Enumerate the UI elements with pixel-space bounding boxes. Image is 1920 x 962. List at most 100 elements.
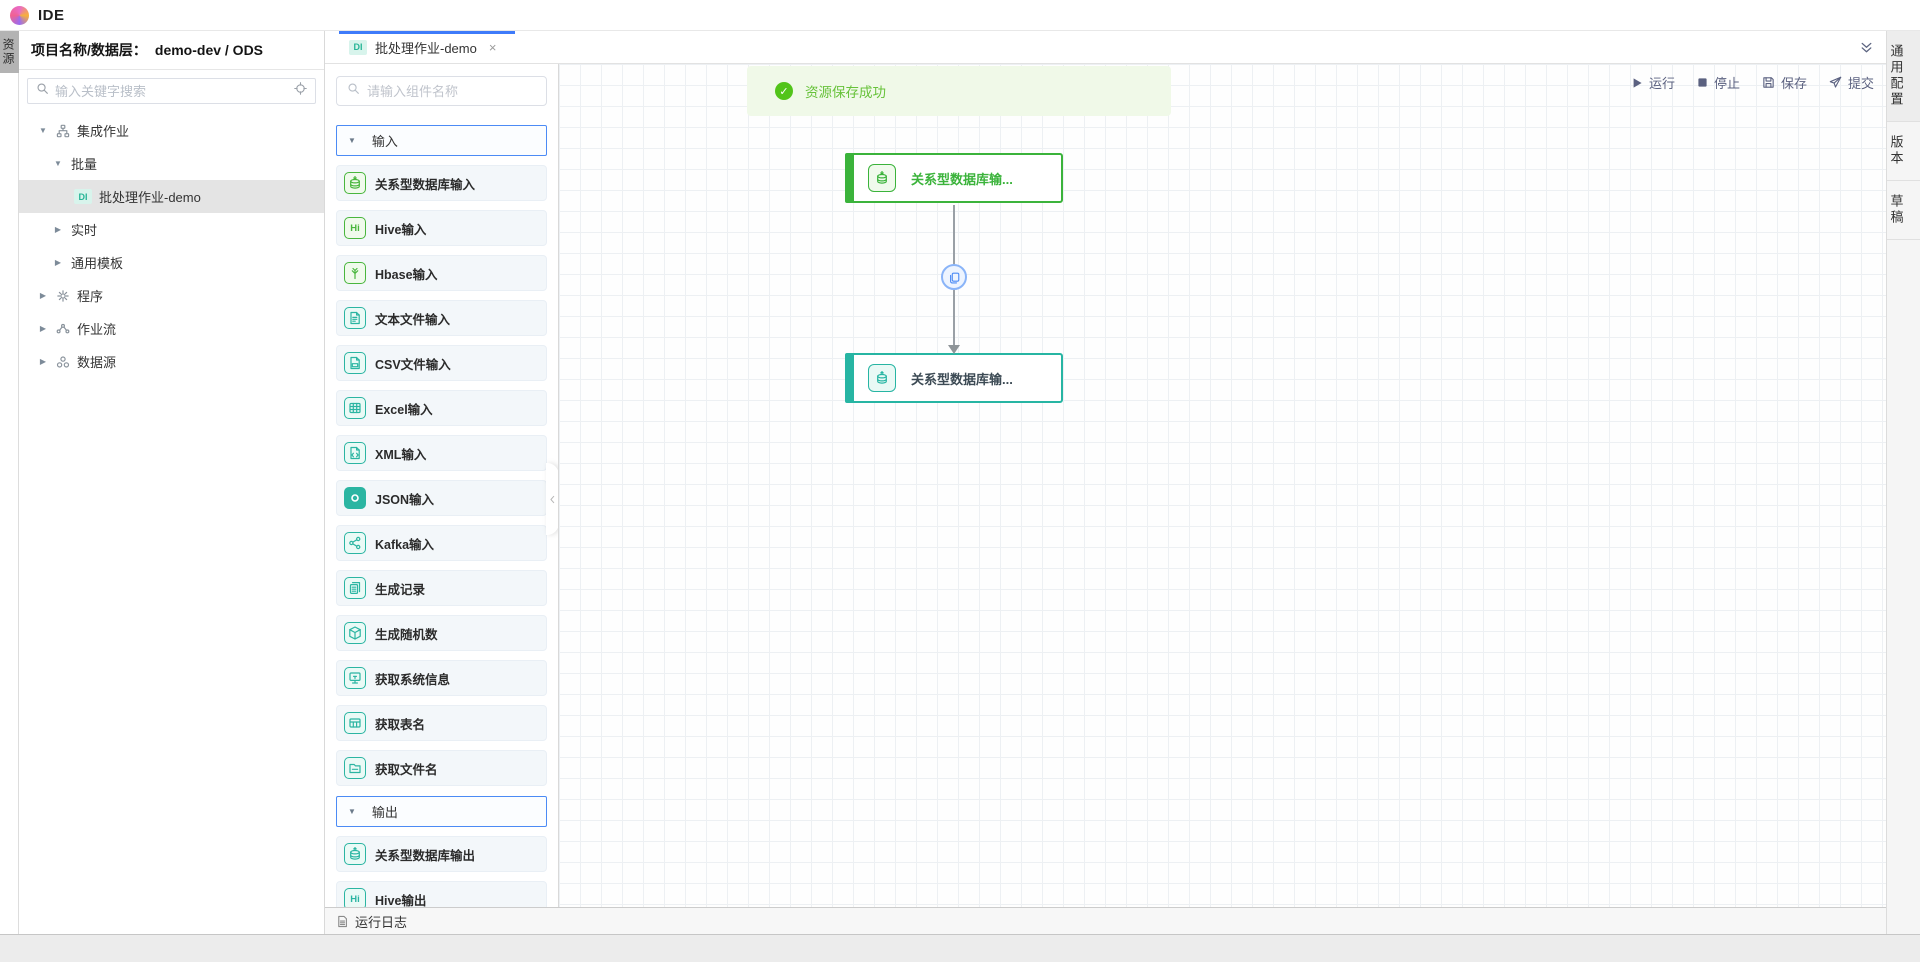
palette-section-header[interactable]: ▼ 输出 xyxy=(336,796,547,827)
collapse-arrow-icon[interactable]: ▶ xyxy=(39,291,47,300)
excel-icon xyxy=(344,397,366,419)
palette-item-label: XML输入 xyxy=(375,447,427,462)
text-file-icon xyxy=(344,307,366,329)
data-source-icon xyxy=(56,355,70,369)
right-rail-tab[interactable]: 版本 xyxy=(1886,122,1920,181)
palette-item[interactable]: JSON输入 xyxy=(336,480,547,516)
palette-search-box[interactable] xyxy=(336,76,547,106)
collapse-all-icon[interactable] xyxy=(1859,40,1874,55)
palette-item[interactable]: Hi Hive输出 xyxy=(336,881,547,907)
palette-section-header[interactable]: ▼输入 xyxy=(336,125,547,156)
run-button[interactable]: 运行 xyxy=(1631,73,1675,92)
palette-item[interactable]: XML输入 xyxy=(336,435,547,471)
palette-item[interactable]: Excel输入 xyxy=(336,390,547,426)
palette-item-label: JSON输入 xyxy=(375,492,435,507)
tree-item-label: 实时 xyxy=(71,223,98,238)
search-icon xyxy=(347,82,360,100)
tree-item-label: 批处理作业-demo xyxy=(99,190,201,205)
play-icon xyxy=(1631,77,1643,89)
dag-node-input[interactable]: 关系型数据库输... xyxy=(845,153,1063,203)
palette-item[interactable]: CSV文件输入 xyxy=(336,345,547,381)
collapse-arrow-icon[interactable]: ▶ xyxy=(54,258,62,267)
app-title: IDE xyxy=(38,6,65,24)
palette-item[interactable]: 获取表名 xyxy=(336,705,547,741)
tree-item[interactable]: ▶作业流 xyxy=(19,312,324,345)
search-icon xyxy=(36,82,49,100)
tree-item-label: 集成作业 xyxy=(77,124,130,139)
section-label: 输出 xyxy=(371,805,398,820)
database-input-icon xyxy=(344,172,366,194)
tree-search-input[interactable] xyxy=(55,83,288,99)
di-badge: DI xyxy=(349,39,367,55)
collapse-arrow-icon[interactable]: ▶ xyxy=(54,225,62,234)
palette-item[interactable]: 关系型数据库输入 xyxy=(336,165,547,201)
resources-rail-tab[interactable]: 资源 xyxy=(0,31,19,73)
palette-item[interactable]: 获取系统信息 xyxy=(336,660,547,696)
tree-item[interactable]: ▼批量 xyxy=(19,147,324,180)
palette-item-label: CSV文件输入 xyxy=(375,357,451,372)
database-input-icon xyxy=(868,164,896,192)
palette-item-label: 文本文件输入 xyxy=(375,312,451,327)
submit-button[interactable]: 提交 xyxy=(1829,73,1874,92)
palette-item-label: Hbase输入 xyxy=(375,267,438,282)
palette-search-input[interactable] xyxy=(367,83,536,99)
palette-collapse-handle[interactable] xyxy=(546,463,558,535)
tree-item-label: 通用模板 xyxy=(71,256,124,271)
tree-item[interactable]: ▶ 数据源 xyxy=(19,345,324,378)
node-label: 关系型数据库输... xyxy=(911,371,1013,387)
hbase-icon xyxy=(344,262,366,284)
workflow-icon xyxy=(56,322,70,336)
locate-crosshair-icon[interactable] xyxy=(294,82,307,100)
palette-item[interactable]: 生成记录 xyxy=(336,570,547,606)
hive-icon: Hi xyxy=(344,217,366,239)
expand-arrow-icon[interactable]: ▼ xyxy=(39,126,47,135)
edge-copy-badge[interactable] xyxy=(941,264,967,290)
tree-item[interactable]: ▶ 通用模板 xyxy=(19,246,324,279)
tree-item[interactable]: ▼ 集成作业 xyxy=(19,114,324,147)
tree-item-label: 数据源 xyxy=(77,355,117,370)
palette-item-label: Excel输入 xyxy=(375,402,433,417)
save-button[interactable]: 保存 xyxy=(1762,73,1807,92)
dag-node-output[interactable]: 关系型数据库输... xyxy=(845,353,1063,403)
palette-item[interactable]: 获取文件名 xyxy=(336,750,547,786)
expand-arrow-icon[interactable]: ▼ xyxy=(54,159,62,168)
collapse-arrow-icon[interactable]: ▶ xyxy=(39,357,47,366)
palette-item[interactable]: 生成随机数 xyxy=(336,615,547,651)
success-toast: ✓ 资源保存成功 xyxy=(747,66,1171,116)
section-arrow-icon[interactable]: ▼ xyxy=(348,136,356,145)
tab-batch-job-demo[interactable]: DI 批处理作业-demo × xyxy=(339,30,515,64)
palette-item[interactable]: Hbase输入 xyxy=(336,255,547,291)
tree-item[interactable]: DI 批处理作业-demo xyxy=(19,180,324,213)
submit-icon xyxy=(1829,76,1842,89)
run-log-bar[interactable]: 运行日志 xyxy=(325,907,1886,934)
tree-search-box[interactable] xyxy=(27,78,316,104)
toolbar-button-label: 保存 xyxy=(1780,76,1807,91)
right-rail-tab[interactable]: 草稿 xyxy=(1886,181,1920,240)
hive-icon: Hi xyxy=(344,888,366,907)
left-rail: 资源 xyxy=(0,31,19,934)
tab-label: 批处理作业-demo xyxy=(375,40,477,56)
palette-item[interactable]: Kafka输入 xyxy=(336,525,547,561)
palette-item[interactable]: 关系型数据库输出 xyxy=(336,836,547,872)
stop-button[interactable]: 停止 xyxy=(1697,73,1740,92)
editor-tab-bar: DI 批处理作业-demo × xyxy=(325,30,1886,64)
project-header: 项目名称/数据层： demo-dev / ODS xyxy=(19,31,324,70)
tab-close-icon[interactable]: × xyxy=(488,39,497,55)
save-icon xyxy=(1762,76,1775,89)
palette-item[interactable]: 文本文件输入 xyxy=(336,300,547,336)
dag-canvas[interactable]: ✓ 资源保存成功 运行 停止 保存 提交 关系型数据库输... 关系型数据库输... xyxy=(559,64,1886,907)
toolbar-button-label: 停止 xyxy=(1713,76,1740,91)
section-arrow-icon[interactable]: ▼ xyxy=(348,807,356,816)
di-badge: DI xyxy=(74,189,92,204)
file-name-icon xyxy=(344,757,366,779)
tree-item[interactable]: ▶ 实时 xyxy=(19,213,324,246)
palette-item-label: Hive输出 xyxy=(375,893,427,908)
collapse-arrow-icon[interactable]: ▶ xyxy=(39,324,47,333)
edge-arrowhead-icon xyxy=(948,345,960,354)
generate-records-icon xyxy=(344,577,366,599)
program-icon xyxy=(56,289,70,303)
tree-item[interactable]: ▶程序 xyxy=(19,279,324,312)
right-rail-tab[interactable]: 通用配置 xyxy=(1886,31,1920,122)
